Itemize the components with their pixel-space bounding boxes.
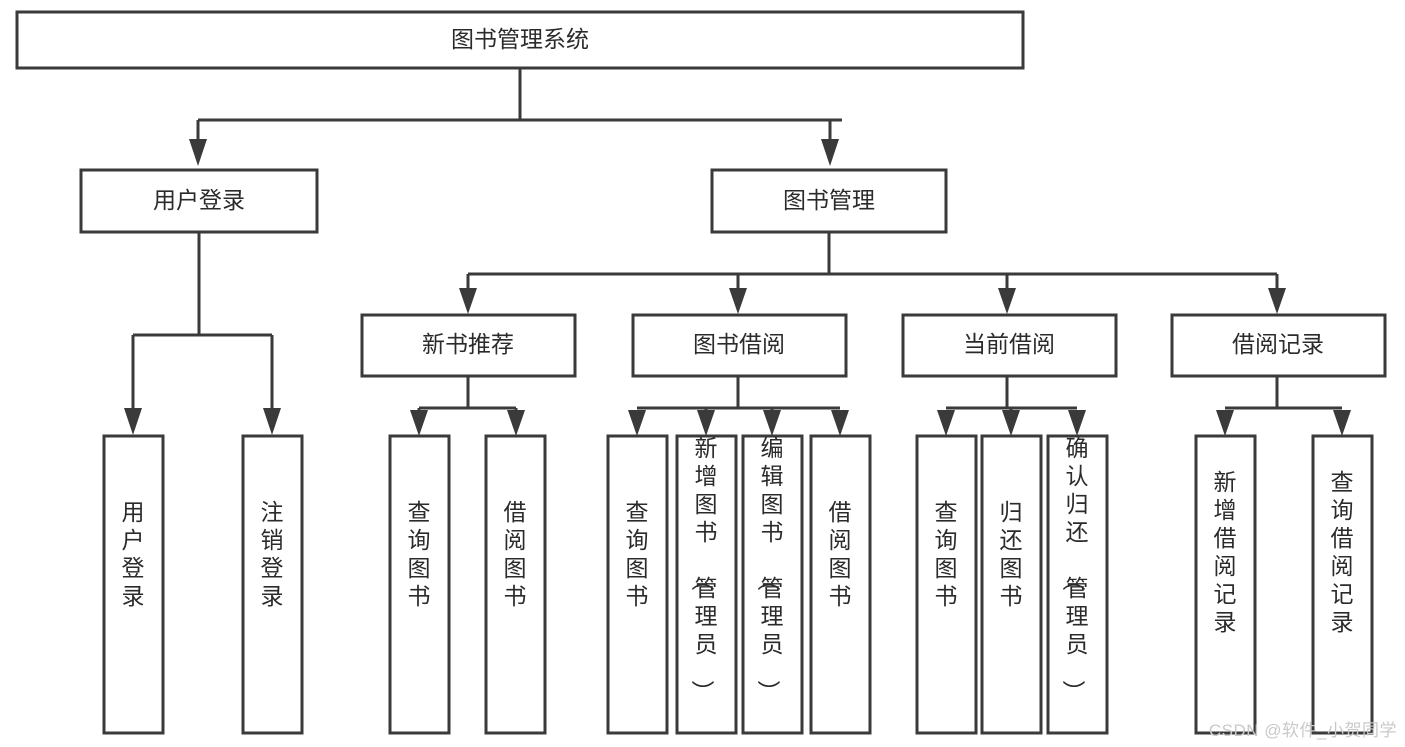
node-leaf-edit-book-box[interactable] (741, 434, 804, 735)
edge-user-login-to-leaves (124, 233, 281, 435)
arrowhead-leaf-borrow-book-1 (507, 410, 525, 436)
edge-borrow-record-to-leaves (1216, 376, 1351, 436)
node-leaf-borrow-book-1-box[interactable] (484, 434, 547, 735)
arrowhead-leaf-query-book-3 (937, 410, 955, 436)
node-leaf-query-book-3-label: 查询图书 (935, 499, 958, 609)
edge-root-to-level1 (189, 68, 842, 166)
node-root-label: 图书管理系统 (451, 26, 589, 52)
node-book-borrow[interactable]: 图书借阅 (631, 313, 848, 378)
arrowhead-current-borrow (998, 288, 1016, 314)
edge-book-borrow-to-leaves (628, 376, 849, 436)
node-book-manage[interactable]: 图书管理 (710, 168, 948, 234)
node-user-login-label: 用户登录 (153, 187, 245, 213)
node-leaf-edit-book[interactable]: 编辑图书（管理员） (741, 434, 804, 735)
arrowhead-leaf-borrow-book-2 (831, 410, 849, 436)
node-book-manage-box[interactable] (710, 168, 948, 234)
node-leaf-query-book-2-box[interactable] (606, 434, 669, 735)
node-leaf-add-record[interactable]: 新增借阅记录 (1194, 434, 1257, 735)
node-borrow-record[interactable]: 借阅记录 (1170, 313, 1387, 378)
node-leaf-confirm-return-box[interactable] (1046, 434, 1109, 735)
arrowhead-borrow-record (1268, 288, 1286, 314)
node-leaf-query-record[interactable]: 查询借阅记录 (1311, 434, 1374, 735)
node-leaf-logout-box[interactable] (241, 434, 304, 735)
arrowhead-book-borrow (729, 288, 747, 314)
edge-book-manage-to-level2 (459, 233, 1286, 314)
node-leaf-edit-book-label: 编辑图书（管理员） (756, 435, 784, 703)
arrowhead-leaf-add-book (697, 410, 715, 436)
node-leaf-borrow-book-1[interactable]: 借阅图书 (484, 434, 547, 735)
node-leaf-add-book-box[interactable] (675, 434, 738, 735)
node-root-box[interactable] (15, 10, 1025, 70)
node-book-borrow-label: 图书借阅 (693, 331, 785, 357)
csdn-watermark: CSDN @软件_小贺同学 (1208, 721, 1397, 740)
node-leaf-return-book[interactable]: 归还图书 (980, 434, 1043, 735)
arrowhead-leaf-query-book-2 (628, 410, 646, 436)
node-leaf-query-record-label: 查询借阅记录 (1331, 469, 1354, 635)
node-leaf-logout[interactable]: 注销登录 (241, 434, 304, 735)
arrowhead-leaf-logout (263, 408, 281, 435)
node-current-borrow-box[interactable] (901, 313, 1118, 378)
node-leaf-query-record-box[interactable] (1311, 434, 1374, 735)
node-book-manage-label: 图书管理 (783, 187, 875, 213)
node-leaf-add-book-label: 新增图书（管理员） (690, 435, 718, 703)
node-leaf-query-book-3-box[interactable] (915, 434, 978, 735)
node-leaf-confirm-return-label: 确认归还（管理员） (1061, 435, 1089, 703)
node-book-borrow-box[interactable] (631, 313, 848, 378)
edge-new-book-rec-to-leaves (410, 376, 525, 436)
arrowhead-leaf-edit-book (763, 410, 781, 436)
node-leaf-query-book-2[interactable]: 查询图书 (606, 434, 669, 735)
node-leaf-query-book-1-label: 查询图书 (408, 499, 431, 609)
node-leaf-borrow-book-1-label: 借阅图书 (504, 499, 527, 609)
arrowhead-new-book-rec (459, 288, 477, 314)
node-new-book-rec[interactable]: 新书推荐 (360, 313, 577, 378)
node-leaf-user-login-label: 用户登录 (122, 499, 145, 609)
node-leaf-borrow-book-2-box[interactable] (809, 434, 872, 735)
node-leaf-confirm-return[interactable]: 确认归还（管理员） (1046, 434, 1109, 735)
node-user-login-box[interactable] (79, 168, 319, 234)
node-leaf-return-book-label: 归还图书 (1000, 499, 1023, 609)
node-leaf-logout-label: 注销登录 (261, 499, 284, 609)
node-leaf-return-book-box[interactable] (980, 434, 1043, 735)
node-current-borrow-label: 当前借阅 (963, 331, 1055, 357)
arrowhead-user-login (189, 139, 207, 166)
node-leaf-borrow-book-2-label: 借阅图书 (829, 499, 852, 609)
node-new-book-rec-box[interactable] (360, 313, 577, 378)
node-leaf-query-book-1[interactable]: 查询图书 (388, 434, 451, 735)
arrowhead-book-manage (821, 139, 839, 166)
edge-current-borrow-to-leaves (937, 376, 1086, 436)
node-leaf-user-login[interactable]: 用户登录 (102, 434, 165, 735)
arrowhead-leaf-return-book (1002, 410, 1020, 436)
node-leaf-user-login-box[interactable] (102, 434, 165, 735)
arrowhead-leaf-query-record (1333, 410, 1351, 436)
node-leaf-query-book-2-label: 查询图书 (626, 499, 649, 609)
node-borrow-record-label: 借阅记录 (1232, 331, 1324, 357)
node-leaf-query-book-1-box[interactable] (388, 434, 451, 735)
node-leaf-query-book-3[interactable]: 查询图书 (915, 434, 978, 735)
node-leaf-borrow-book-2[interactable]: 借阅图书 (809, 434, 872, 735)
arrowhead-leaf-query-book-1 (410, 410, 428, 436)
node-new-book-rec-label: 新书推荐 (422, 331, 514, 357)
node-root[interactable]: 图书管理系统 (15, 10, 1025, 70)
node-user-login[interactable]: 用户登录 (79, 168, 319, 234)
node-leaf-add-record-label: 新增借阅记录 (1214, 469, 1237, 635)
arrowhead-leaf-user-login (124, 408, 142, 435)
arrowhead-leaf-add-record (1216, 410, 1234, 436)
node-leaf-add-record-box[interactable] (1194, 434, 1257, 735)
arrowhead-leaf-confirm-return (1068, 410, 1086, 436)
node-borrow-record-box[interactable] (1170, 313, 1387, 378)
node-leaf-add-book[interactable]: 新增图书（管理员） (675, 434, 738, 735)
node-current-borrow[interactable]: 当前借阅 (901, 313, 1118, 378)
